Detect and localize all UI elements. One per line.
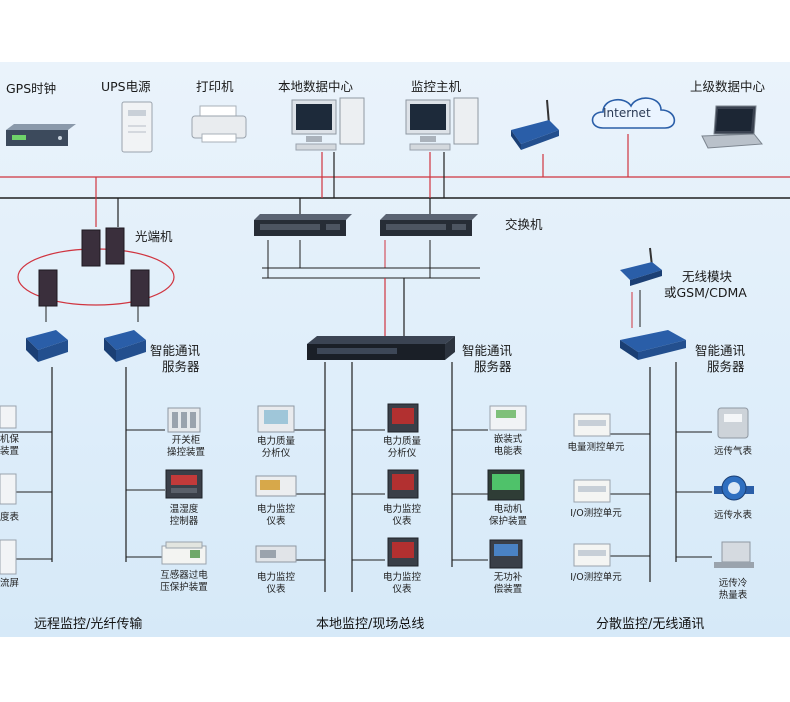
footer-distributed-monitoring: 分散监控/无线通讯 bbox=[596, 617, 705, 632]
temp-humidity-controller-icon bbox=[165, 469, 203, 499]
server-left-label-1: 智能通讯 bbox=[150, 343, 201, 358]
ups-icon bbox=[121, 101, 153, 153]
left-edge-device-2-icon bbox=[0, 473, 17, 505]
transformer-protection-label-b: 压保护装置 bbox=[160, 582, 208, 593]
power-monitor-4-icon bbox=[387, 537, 419, 567]
switch-2-icon bbox=[380, 214, 478, 236]
switchgear-label-a: 开关柜 bbox=[171, 435, 201, 446]
power-monitor-2-icon bbox=[255, 545, 297, 563]
switch-1-icon bbox=[254, 214, 352, 236]
local-data-center-icon bbox=[291, 97, 365, 151]
temp-humidity-label-a: 温湿度 bbox=[169, 504, 199, 515]
power-monitor-2-label-a: 电力监控 bbox=[256, 572, 295, 583]
remote-gas-meter-label: 远传气表 bbox=[713, 446, 752, 457]
comm-server-left-b-icon bbox=[104, 330, 146, 362]
wireless-module-label: 无线模块 bbox=[682, 269, 733, 284]
embedded-meter-label-a: 嵌装式 bbox=[493, 434, 523, 445]
ups-label: UPS电源 bbox=[101, 79, 151, 94]
left-edge-device-1-icon bbox=[0, 405, 17, 429]
footer-remote-monitoring: 远程监控/光纤传输 bbox=[34, 617, 143, 632]
power-monitor-4-label-a: 电力监控 bbox=[382, 572, 421, 583]
reactive-compensation-label-b: 偿装置 bbox=[493, 584, 523, 595]
laptop-icon bbox=[701, 105, 763, 149]
transformer-protection-label-a: 互感器过电 bbox=[160, 570, 208, 581]
remote-gas-meter-icon bbox=[717, 407, 749, 439]
temp-humidity-label-b: 控制器 bbox=[169, 516, 199, 527]
comm-server-left-a-icon bbox=[26, 330, 68, 362]
embedded-meter-icon bbox=[489, 405, 527, 431]
left-edge-label-a1: 机保 bbox=[0, 434, 20, 445]
pq-analyzer-1-label-b: 分析仪 bbox=[261, 448, 291, 459]
reactive-compensation-label-a: 无功补 bbox=[493, 572, 523, 583]
switchgear-control-icon bbox=[167, 407, 201, 433]
embedded-meter-label-b: 电能表 bbox=[493, 446, 523, 457]
server-mid-label-1: 智能通讯 bbox=[462, 343, 513, 358]
internet-cloud-icon bbox=[591, 97, 676, 129]
monitor-host-icon bbox=[405, 97, 479, 151]
pq-analyzer-2-label-a: 电力质量 bbox=[382, 436, 421, 447]
local-data-center-label: 本地数据中心 bbox=[278, 79, 354, 94]
upper-data-center-label: 上级数据中心 bbox=[690, 79, 766, 94]
power-monitor-1-icon bbox=[255, 475, 297, 497]
left-edge-label-b: 度表 bbox=[0, 512, 20, 523]
left-edge-label-a2: 装置 bbox=[0, 446, 20, 457]
server-right-label-2: 服务器 bbox=[707, 359, 745, 374]
optical-terminal-left-icon bbox=[38, 269, 58, 307]
network-diagram: GPS时钟 UPS电源 打印机 本地数据中心 监控主机 bbox=[0, 62, 790, 637]
energy-measure-unit-label: 电量测控单元 bbox=[567, 442, 625, 453]
gps-clock-icon bbox=[6, 124, 76, 146]
internet-label: Internet bbox=[603, 106, 651, 120]
remote-water-meter-label: 远传水表 bbox=[713, 510, 752, 521]
remote-heat-meter-label-b: 热量表 bbox=[718, 590, 748, 601]
energy-measure-unit-icon bbox=[573, 413, 611, 437]
power-monitor-1-label-a: 电力监控 bbox=[256, 504, 295, 515]
io-unit-1-icon bbox=[573, 479, 611, 503]
wiring bbox=[0, 134, 790, 592]
gps-clock-label: GPS时钟 bbox=[6, 81, 57, 96]
switchgear-label-b: 操控装置 bbox=[166, 447, 205, 458]
footer-local-monitoring: 本地监控/现场总线 bbox=[316, 617, 425, 632]
server-mid-label-2: 服务器 bbox=[474, 359, 512, 374]
power-quality-analyzer-1-icon bbox=[257, 405, 295, 433]
left-edge-device-3-icon bbox=[0, 539, 17, 575]
pq-analyzer-2-label-b: 分析仪 bbox=[387, 448, 417, 459]
motor-protection-label-b: 保护装置 bbox=[488, 516, 527, 527]
optical-terminal-label: 光端机 bbox=[135, 229, 173, 244]
transformer-protection-icon bbox=[161, 541, 207, 565]
server-right-label-1: 智能通讯 bbox=[695, 343, 746, 358]
power-monitor-3-label-b: 仪表 bbox=[392, 516, 412, 527]
wireless-module-icon bbox=[620, 247, 662, 286]
power-quality-analyzer-2-icon bbox=[387, 403, 419, 433]
printer-icon bbox=[191, 105, 247, 143]
motor-protection-label-a: 电动机 bbox=[493, 504, 523, 515]
comm-server-right-icon bbox=[620, 330, 686, 360]
power-monitor-3-icon bbox=[387, 469, 419, 499]
comm-server-mid-icon bbox=[307, 336, 455, 360]
optical-terminal-top-icon bbox=[81, 227, 125, 267]
left-edge-label-c: 流屏 bbox=[0, 578, 20, 589]
power-monitor-3-label-a: 电力监控 bbox=[382, 504, 421, 515]
power-monitor-4-label-b: 仪表 bbox=[392, 584, 412, 595]
printer-label: 打印机 bbox=[196, 79, 234, 94]
motor-protection-icon bbox=[487, 469, 525, 501]
monitor-host-label: 监控主机 bbox=[411, 79, 462, 94]
reactive-compensation-icon bbox=[489, 539, 523, 569]
power-monitor-1-label-b: 仪表 bbox=[266, 516, 286, 527]
switch-label: 交换机 bbox=[505, 217, 543, 232]
io-unit-2-icon bbox=[573, 543, 611, 567]
power-monitor-2-label-b: 仪表 bbox=[266, 584, 286, 595]
io-unit-1-label: I/O测控单元 bbox=[570, 508, 622, 519]
io-unit-2-label: I/O测控单元 bbox=[570, 572, 622, 583]
remote-heat-meter-label-a: 远传冷 bbox=[718, 578, 748, 589]
server-left-label-2: 服务器 bbox=[162, 359, 200, 374]
pq-analyzer-1-label-a: 电力质量 bbox=[256, 436, 295, 447]
remote-heat-meter-icon bbox=[714, 541, 754, 568]
remote-water-meter-icon bbox=[714, 475, 754, 501]
router-icon bbox=[511, 99, 559, 150]
wireless-module-label-2: 或GSM/CDMA bbox=[664, 285, 747, 300]
optical-terminal-right-icon bbox=[130, 269, 150, 307]
